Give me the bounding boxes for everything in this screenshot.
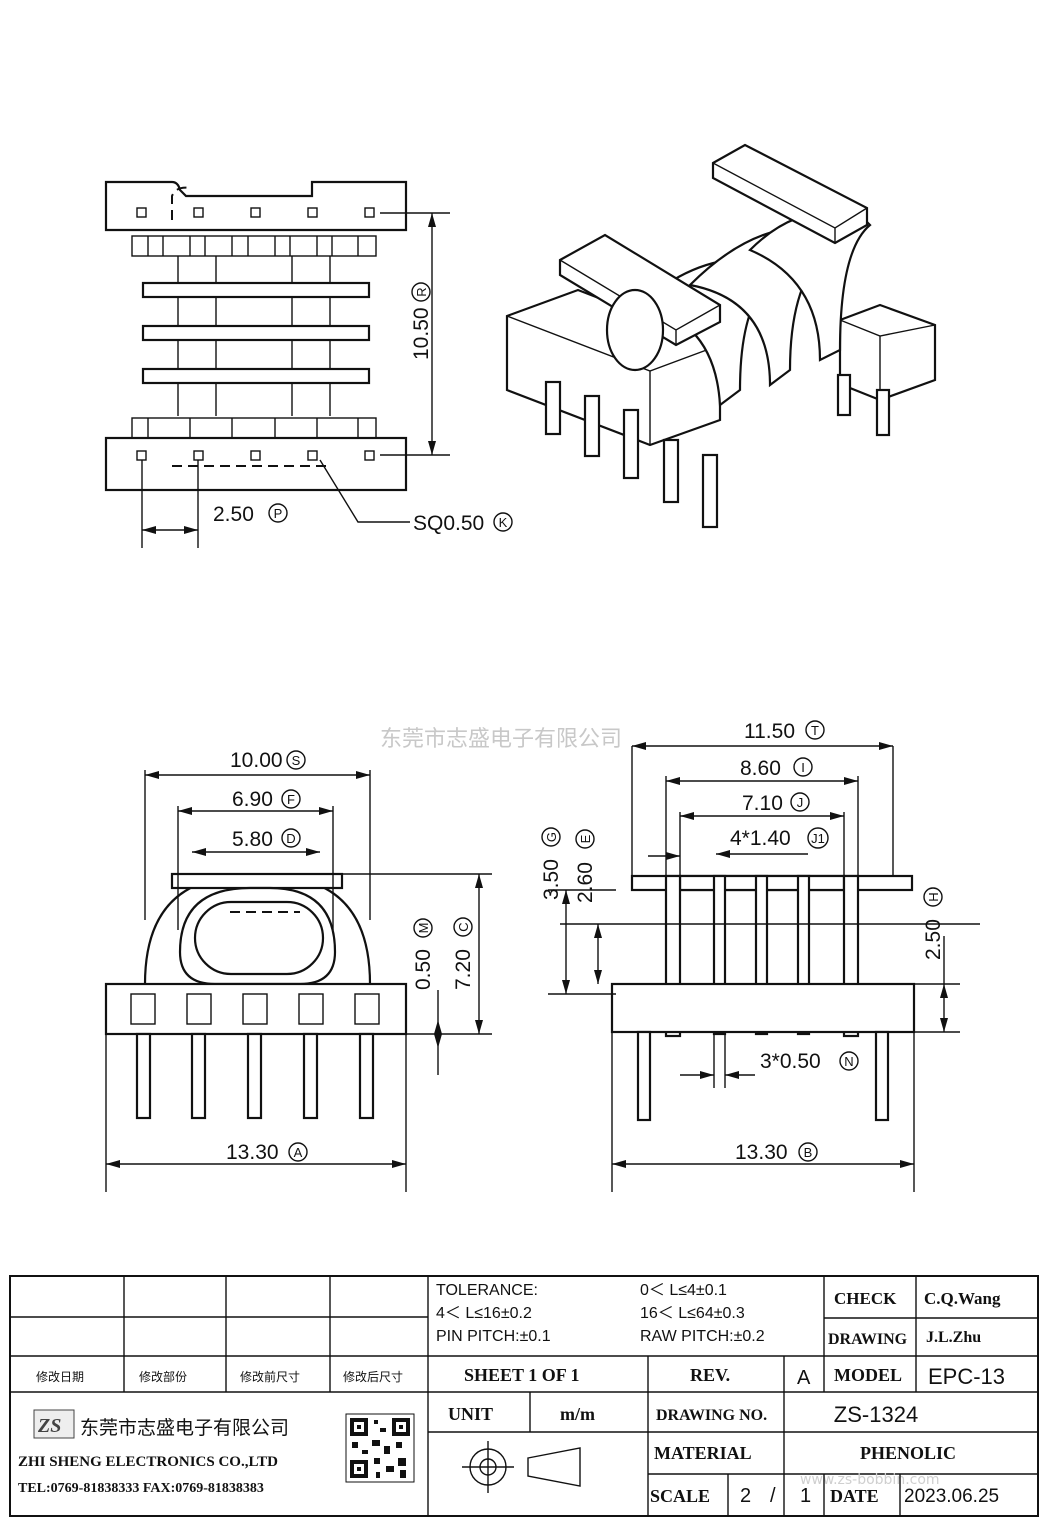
side-dim-outer: 8.60 [740,757,781,780]
qr-code-icon [345,1413,415,1483]
company-logo: ZS [33,1409,75,1439]
unit-value: m/m [560,1404,595,1424]
watermark: 东莞市志盛电子有限公司 [380,727,622,752]
side-dim-h: 2.50 [922,919,945,960]
side-dim-total-tag: T [811,723,819,738]
side-dim-e-tag: E [578,834,593,843]
material-value: PHENOLIC [860,1443,956,1463]
front-dim-width: 10.00 [230,749,283,772]
pin-size-dim: SQ0.50 [413,512,484,535]
drawing-value: J.L.Zhu [926,1329,981,1346]
pin-size-tag: K [499,515,508,530]
side-view: 11.50 T 8.60 I 7.10 J 4*1.40 J1 3.50 G [540,720,980,1192]
front-dim-outer-tag: F [287,792,295,807]
scale-num: 2 [740,1485,751,1507]
pitch-tag: P [274,506,283,521]
front-dim-outer: 6.90 [232,788,273,811]
side-dim-b: 13.30 [735,1141,788,1164]
top-pin-squares [136,207,375,218]
projection-symbol-icon [462,1441,581,1493]
pin-pitch: PIN PITCH:±0.1 [436,1328,551,1345]
rev-header-before: 修改前尺寸 [240,1369,300,1384]
side-dim-inner-tag: J [797,795,804,810]
rev-header-part: 修改部份 [139,1369,187,1384]
title-block: 修改日期 修改部份 修改前尺寸 修改后尺寸 TOLERANCE: 0＜ L≤4±… [9,1275,1039,1517]
rev-header-after: 修改后尺寸 [343,1369,403,1384]
drawing-label: DRAWING [828,1331,908,1348]
front-dim-total-tag: A [294,1145,303,1160]
side-dim-g-tag: G [544,832,559,842]
side-dim-b-tag: B [804,1145,813,1160]
bottom-pin-squares [136,450,375,461]
scale-sep: / [770,1485,776,1507]
rev-header-date: 修改日期 [36,1369,84,1384]
front-view: 10.00 S 6.90 F 5.80 D 7.20 C 0.50 M [104,749,492,1192]
side-dim-h-tag: H [926,892,941,901]
tolerance-r3: 16＜ L≤64±0.3 [640,1305,745,1322]
company-name-cn: 东莞市志盛电子有限公司 [80,1417,289,1439]
rev-label: REV. [690,1365,730,1385]
side-dim-n: 3*0.50 [760,1050,821,1073]
scale-label: SCALE [650,1486,710,1506]
scale-den: 1 [800,1485,811,1507]
date-value: 2023.06.25 [904,1486,999,1507]
side-dim-outer-tag: I [801,760,805,775]
isometric-view [505,143,937,529]
model-label: MODEL [834,1365,902,1385]
top-height-dim: 10.50 [410,307,433,360]
front-dim-inner-tag: D [286,831,295,846]
check-value: C.Q.Wang [924,1289,1001,1308]
drawing-no-label: DRAWING NO. [656,1407,767,1424]
front-dim-height: 7.20 [452,949,475,990]
unit-label: UNIT [448,1404,493,1424]
side-dim-n-tag: N [844,1054,853,1069]
tolerance-label: TOLERANCE: [436,1282,538,1299]
front-dim-width-tag: S [292,753,301,768]
front-dim-base: 0.50 [412,949,435,990]
tolerance-r2: 4＜ L≤16±0.2 [436,1305,532,1322]
drawing-no-value: ZS-1324 [834,1402,918,1427]
watermark-url: www.zs-bobbin.com [800,1472,940,1488]
top-view: 10.50 R 2.50 P SQ0.50 K [104,180,513,548]
top-height-tag: R [414,287,429,296]
front-dim-total: 13.30 [226,1141,279,1164]
company-tel: TEL:0769-81838333 FAX:0769-81838383 [18,1481,264,1496]
side-dim-g: 3.50 [540,859,563,900]
company-name-en: ZHI SHENG ELECTRONICS CO.,LTD [18,1454,278,1470]
date-label: DATE [830,1486,879,1506]
pitch-dim: 2.50 [213,503,254,526]
front-dim-inner: 5.80 [232,828,273,851]
side-dim-total: 11.50 [744,720,795,743]
tolerance-r1: 0＜ L≤4±0.1 [640,1282,727,1299]
company-logo-text: ZS [37,1415,61,1437]
rev-value: A [797,1367,811,1389]
side-dim-inner: 7.10 [742,792,783,815]
sheet-info: SHEET 1 OF 1 [464,1365,580,1385]
raw-pitch: RAW PITCH:±0.2 [640,1328,765,1345]
model-value: EPC-13 [928,1364,1005,1389]
side-dim-e: 2.60 [574,862,597,903]
side-dim-rib-tag: J1 [811,831,825,846]
front-dim-base-tag: M [416,923,431,934]
side-dim-rib: 4*1.40 [730,827,791,850]
check-label: CHECK [834,1289,897,1308]
material-label: MATERIAL [654,1443,752,1463]
front-dim-height-tag: C [456,922,471,931]
